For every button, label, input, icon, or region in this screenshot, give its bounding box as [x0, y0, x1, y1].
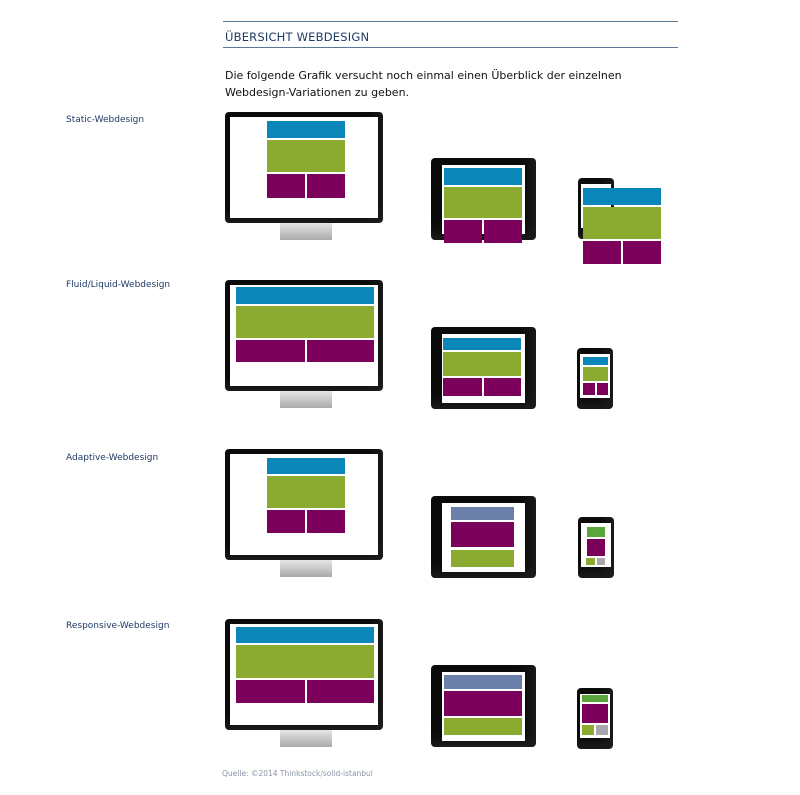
- layout-footer: [451, 550, 514, 567]
- monitor-stand-icon: [280, 730, 332, 747]
- layout-footer: [444, 718, 522, 735]
- layout-column: [586, 558, 595, 565]
- layout-column: [623, 241, 661, 264]
- intro-text: Die folgende Grafik versucht noch einmal…: [225, 69, 622, 99]
- layout-column: [443, 378, 482, 396]
- layout-column: [307, 680, 374, 703]
- monitor-stand-icon: [280, 560, 332, 577]
- layout-column: [583, 241, 621, 264]
- layout-column: [583, 383, 595, 395]
- layout-column: [236, 680, 305, 703]
- layout-content: [267, 140, 345, 172]
- layout-column: [444, 220, 482, 243]
- layout-header: [236, 627, 374, 643]
- monitor-stand-icon: [280, 223, 332, 240]
- row-label-responsive: Responsive-Webdesign: [66, 621, 170, 631]
- layout-column: [582, 725, 594, 735]
- layout-header: [587, 527, 605, 537]
- layout-column: [597, 558, 605, 565]
- layout-header: [444, 675, 522, 689]
- layout-column: [267, 174, 305, 198]
- layout-header: [583, 188, 661, 205]
- layout-column: [236, 340, 305, 362]
- layout-column: [307, 510, 345, 533]
- layout-content: [587, 539, 605, 556]
- layout-header: [451, 507, 514, 520]
- row-label-static: Static-Webdesign: [66, 115, 145, 125]
- layout-column: [484, 378, 521, 396]
- layout-content: [451, 522, 514, 547]
- layout-content: [443, 352, 521, 376]
- layout-content: [236, 306, 374, 338]
- layout-content: [583, 207, 661, 239]
- layout-content: [582, 704, 608, 723]
- layout-column: [267, 510, 305, 533]
- row-label-fluid: Fluid/Liquid-Webdesign: [66, 280, 171, 290]
- layout-header: [236, 287, 374, 304]
- layout-column: [307, 340, 374, 362]
- layout-header: [267, 458, 345, 474]
- title-underline: [223, 47, 678, 48]
- layout-content: [444, 187, 522, 218]
- layout-header: [443, 338, 521, 350]
- layout-column: [596, 725, 608, 735]
- layout-column: [307, 174, 345, 198]
- layout-header: [583, 357, 608, 365]
- top-rule: [223, 21, 678, 22]
- monitor-stand-icon: [280, 391, 332, 408]
- image-source: Quelle: ©2014 Thinkstock/solid-istanbul: [222, 769, 373, 778]
- layout-header: [582, 695, 608, 702]
- layout-content: [267, 476, 345, 508]
- layout-content: [444, 691, 522, 716]
- layout-header: [444, 168, 522, 185]
- layout-content: [583, 367, 608, 381]
- section-title: ÜBERSICHT WEBDESIGN: [225, 30, 370, 44]
- layout-header: [267, 121, 345, 138]
- layout-column: [484, 220, 522, 243]
- layout-content: [236, 645, 374, 678]
- row-label-adaptive: Adaptive-Webdesign: [66, 453, 159, 463]
- layout-column: [597, 383, 608, 395]
